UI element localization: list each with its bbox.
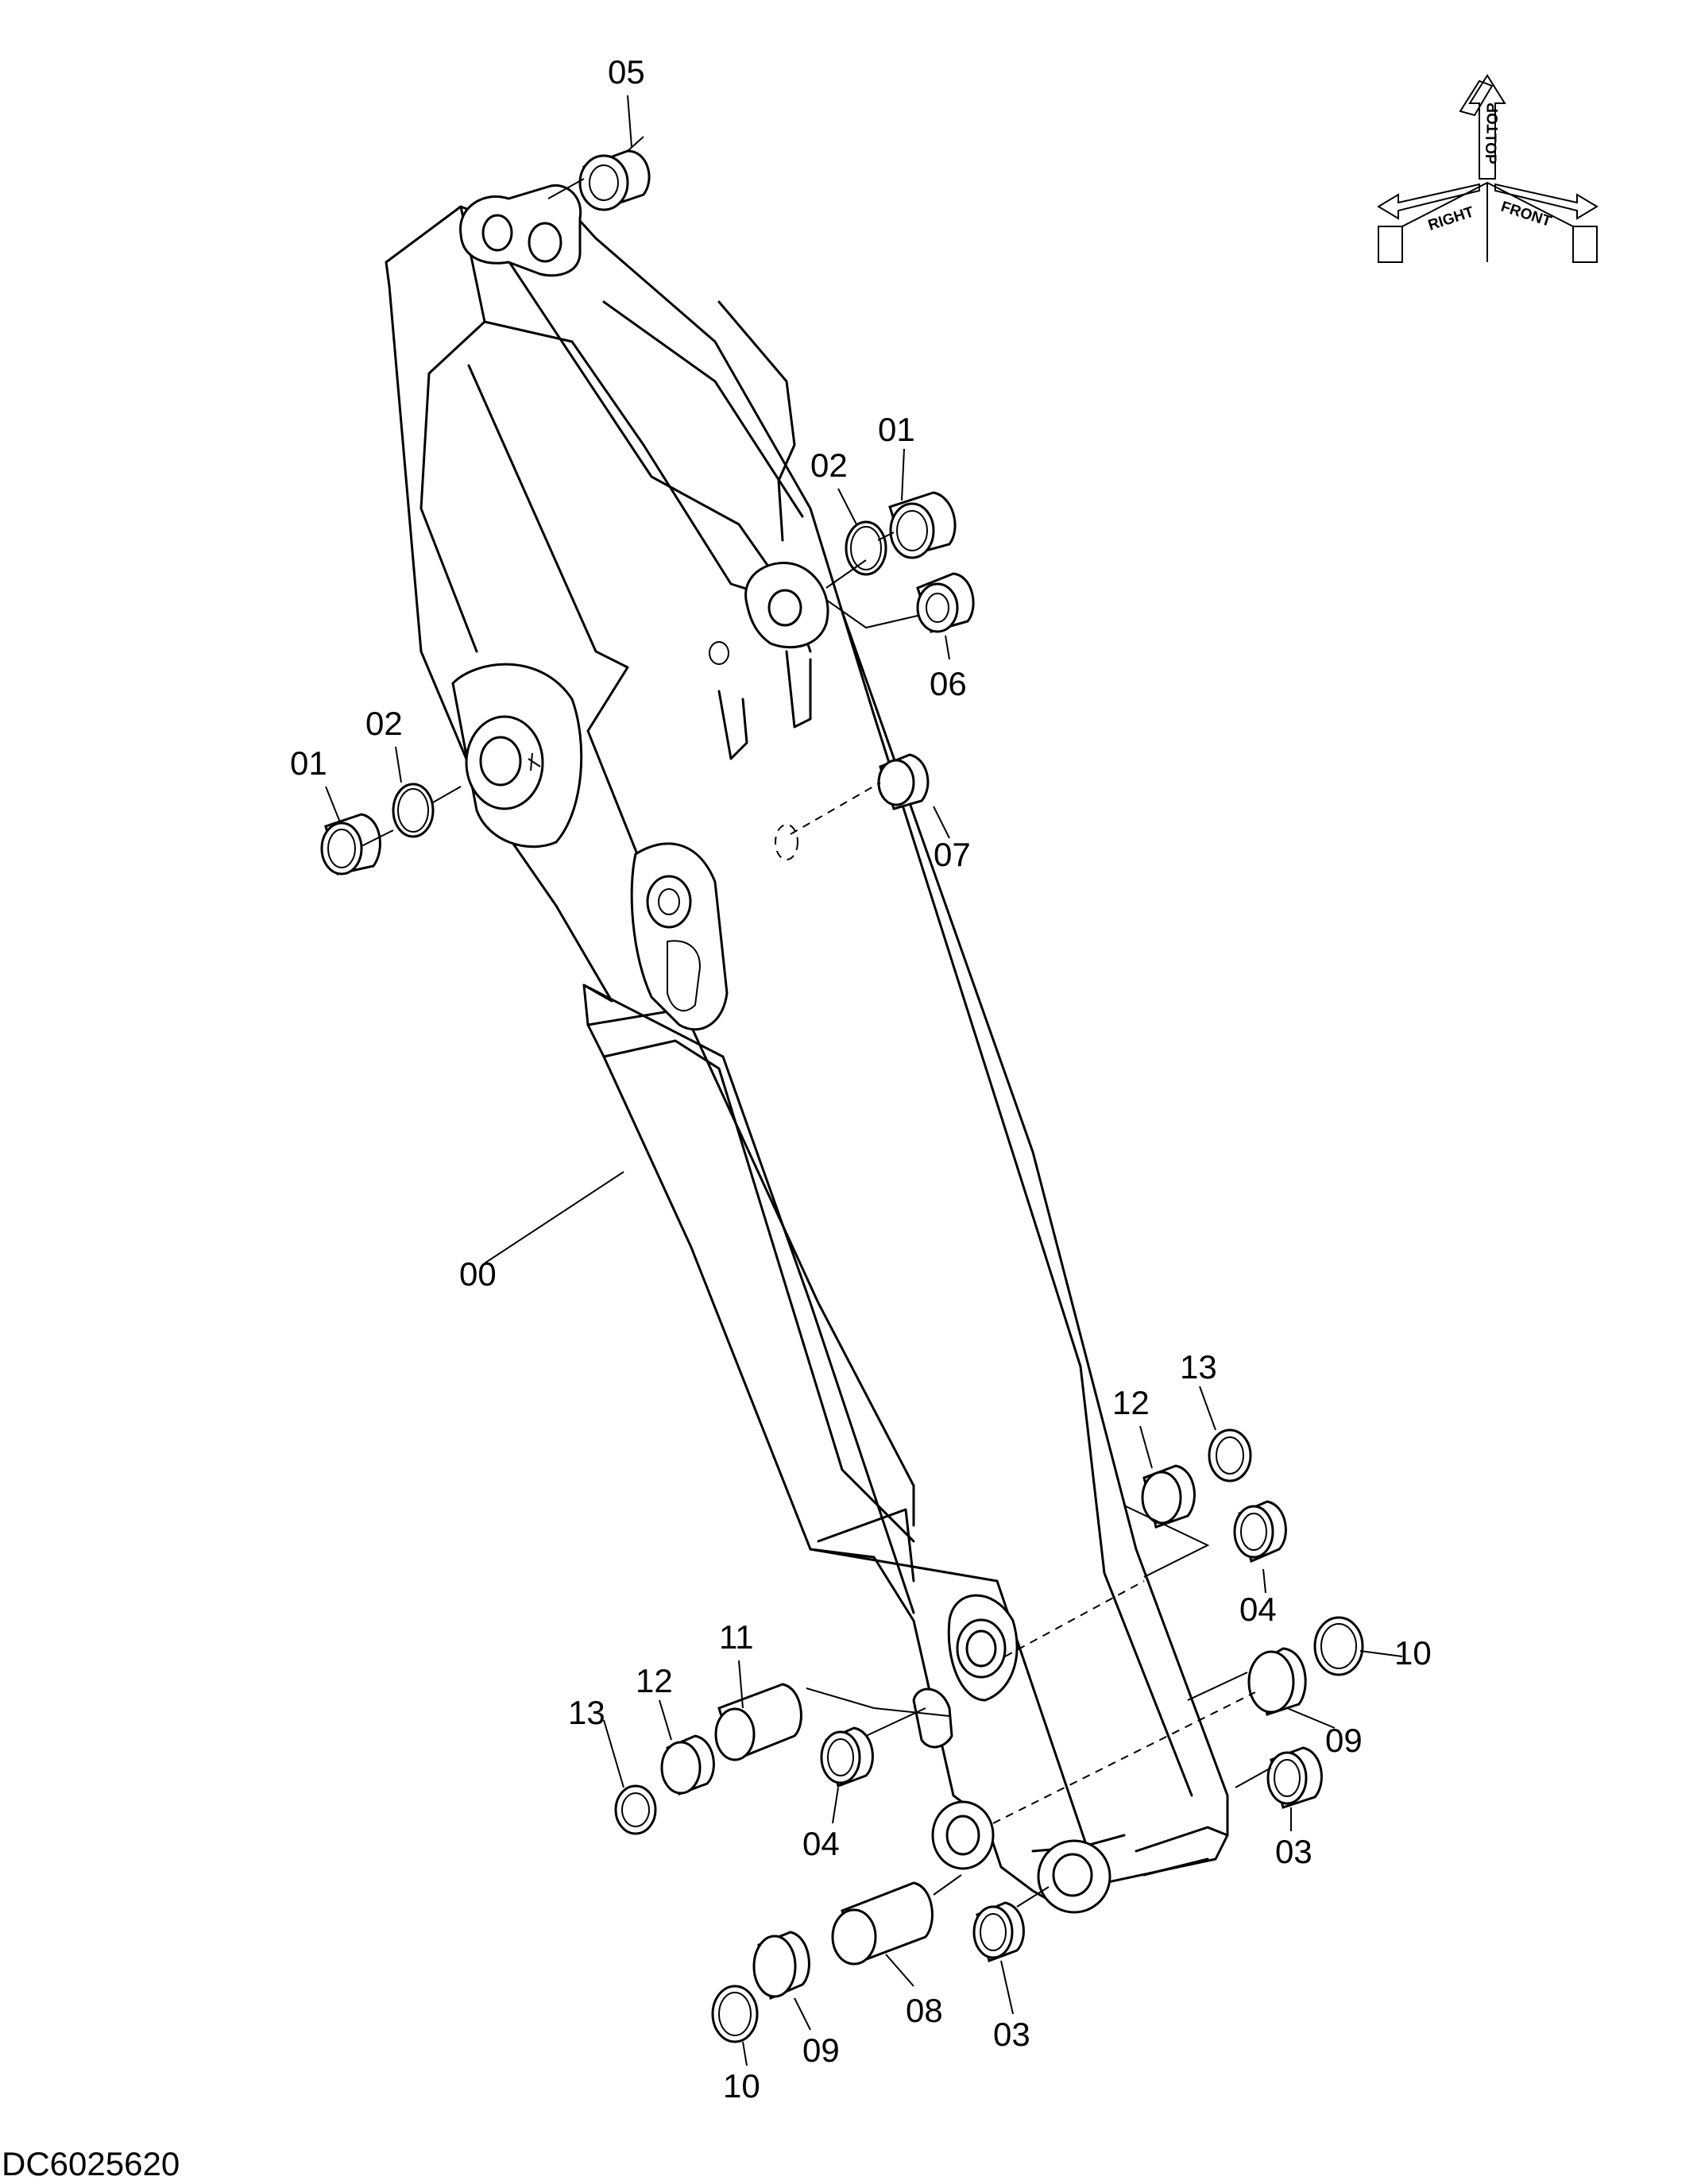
label-02: 02	[810, 446, 848, 484]
label-07: 07	[934, 836, 971, 873]
orientation-top-label-2: TOP	[1485, 102, 1502, 133]
orientation-right-label: RIGHT	[1426, 203, 1476, 234]
orientation-compass-icon: TOP TOP RIGHT FRONT	[1377, 74, 1599, 263]
label-00: 00	[459, 1255, 497, 1293]
bushing-03-right	[1266, 1746, 1323, 1809]
label-10: 10	[1394, 1634, 1432, 1672]
label-11: 11	[719, 1618, 754, 1656]
label-05: 05	[608, 53, 645, 91]
orientation-top-label: TOP	[1482, 133, 1498, 164]
bushing-08	[831, 1881, 934, 1966]
label-03: 03	[1275, 1833, 1312, 1870]
bushing-09-right	[1247, 1647, 1307, 1716]
bushing-07	[877, 753, 930, 810]
bushing-01-left	[320, 813, 381, 876]
label-06: 06	[930, 665, 967, 702]
ring-02-upper	[845, 520, 887, 576]
assembly-lines	[361, 136, 1272, 1908]
label-13: 13	[568, 1694, 605, 1731]
bushing-09-left	[752, 1931, 810, 2000]
ring-13-left	[614, 1784, 657, 1835]
bushing-11	[714, 1683, 802, 1761]
label-13: 13	[1180, 1348, 1217, 1386]
label-12: 12	[1112, 1384, 1150, 1421]
label-04: 04	[802, 1825, 840, 1862]
ring-13-right	[1208, 1428, 1252, 1482]
bushing-12-right	[1141, 1464, 1196, 1529]
label-01: 01	[290, 744, 327, 782]
label-12: 12	[636, 1662, 673, 1699]
bushing-05	[578, 149, 651, 211]
ring-10-left	[711, 1985, 759, 2043]
label-02: 02	[365, 705, 403, 742]
label-08: 08	[906, 1992, 943, 2029]
label-04: 04	[1239, 1591, 1277, 1628]
label-09: 09	[1325, 1722, 1363, 1759]
label-09: 09	[802, 2031, 840, 2069]
bushing-04-right	[1233, 1500, 1287, 1564]
bushing-12-left	[660, 1734, 715, 1796]
bushing-03-bottom	[972, 1901, 1025, 1962]
label-03: 03	[993, 2016, 1030, 2053]
bushing-06	[916, 572, 975, 633]
label-01: 01	[878, 411, 915, 448]
ring-10-right	[1313, 1616, 1364, 1676]
bushing-01-upper	[888, 491, 957, 559]
bushing-04-left	[820, 1726, 874, 1788]
part-labels: 05 01 02 06 01 02 07 00 12 13 04 10 09 1…	[290, 53, 1432, 2105]
arm-body	[385, 184, 1229, 1914]
drawing-code: DC6025620	[2, 2145, 180, 2182]
ring-02-left	[392, 783, 435, 838]
leader-lines	[325, 95, 1403, 2066]
label-10: 10	[723, 2067, 760, 2105]
